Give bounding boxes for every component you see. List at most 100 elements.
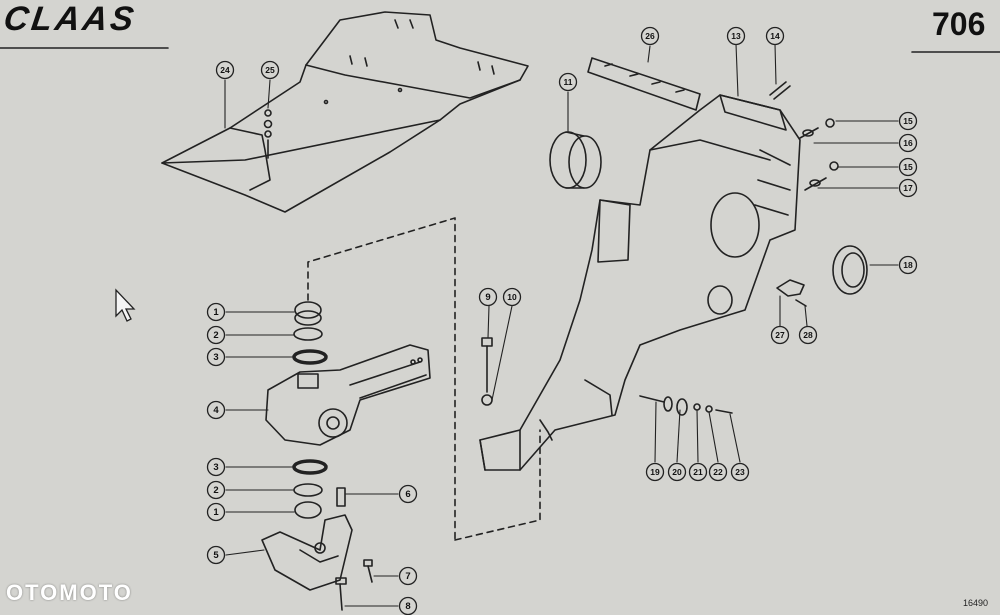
callout-circle [898, 133, 918, 153]
callout-17: 17 [898, 178, 918, 198]
stud-pin-part [769, 81, 791, 100]
callout-number: 4 [213, 405, 219, 416]
callout-circle [206, 347, 226, 367]
callout-10: 10 [502, 287, 522, 307]
cover-plate-part [161, 11, 529, 213]
callout-circle [206, 400, 226, 420]
washer-ring-2-part [293, 327, 323, 341]
pin-part [336, 487, 346, 507]
callout-circle [206, 545, 226, 565]
callout-circle [206, 502, 226, 522]
callout-number: 25 [265, 65, 275, 75]
callout-circle [645, 462, 665, 482]
callout-number: 6 [405, 489, 410, 500]
callout-circle [770, 325, 790, 345]
callout-25: 25 [260, 60, 280, 80]
callout-4: 4 [206, 400, 226, 420]
callout-number: 7 [405, 571, 410, 582]
washer-ring-2b-part [293, 483, 323, 497]
lower-bracket-part [261, 514, 353, 591]
callout-number: 9 [485, 292, 490, 303]
drawing-number: 16490 [963, 598, 989, 608]
upper-bolts-part [799, 118, 839, 191]
callout-circle [688, 462, 708, 482]
assembly-path-lines [307, 217, 541, 541]
callout-1b: 1 [206, 502, 226, 522]
callout-circle [206, 480, 226, 500]
callout-2b: 2 [206, 480, 226, 500]
callout-24: 24 [215, 60, 235, 80]
callout-15a: 15 [898, 111, 918, 131]
callout-15b: 15 [898, 157, 918, 177]
callout-number: 23 [735, 467, 745, 477]
bushing-sleeve-part [549, 131, 602, 189]
callout-number: 24 [220, 65, 230, 75]
seal-ring-3b-part [292, 459, 328, 475]
callout-number: 1 [213, 307, 219, 318]
callout-5: 5 [206, 545, 226, 565]
callout-circle [398, 484, 418, 504]
callout-number: 13 [731, 31, 741, 41]
callout-number: 19 [650, 467, 660, 477]
callout-number: 3 [213, 352, 218, 363]
callout-3a: 3 [206, 347, 226, 367]
callout-circle [898, 178, 918, 198]
callout-18: 18 [898, 255, 918, 275]
callout-number: 17 [903, 183, 913, 193]
pivot-lever-part [265, 344, 431, 446]
callout-23: 23 [730, 462, 750, 482]
callout-21: 21 [688, 462, 708, 482]
page-number: 706 [932, 6, 986, 42]
callout-1a: 1 [206, 302, 226, 322]
callout-number: 14 [770, 31, 780, 41]
callout-number: 22 [713, 467, 723, 477]
callout-number: 20 [672, 467, 682, 477]
callout-number: 2 [213, 330, 218, 341]
callout-circle [898, 255, 918, 275]
seal-ring-3-part [292, 349, 328, 365]
callout-22: 22 [708, 462, 728, 482]
mouse-cursor-icon [115, 288, 136, 322]
callout-number: 3 [213, 462, 218, 473]
callout-circle [898, 157, 918, 177]
callout-20: 20 [667, 462, 687, 482]
callout-3b: 3 [206, 457, 226, 477]
callout-circle [260, 60, 280, 80]
callout-number: 15 [903, 162, 913, 172]
plate-bolt-part [263, 109, 273, 159]
callout-circle [765, 26, 785, 46]
main-frame-casting [479, 94, 801, 471]
callout-circle [206, 457, 226, 477]
callout-circle [478, 287, 498, 307]
seal-ring-part [832, 245, 868, 295]
callout-number: 26 [645, 31, 655, 41]
callout-number: 11 [564, 77, 573, 87]
callout-14: 14 [765, 26, 785, 46]
screw-part [363, 559, 373, 583]
callout-circle [398, 566, 418, 586]
callout-2a: 2 [206, 325, 226, 345]
callout-7: 7 [398, 566, 418, 586]
leader-lines [224, 43, 899, 607]
callout-27: 27 [770, 325, 790, 345]
callout-number: 16 [903, 138, 913, 148]
callout-circle [898, 111, 918, 131]
callout-circle [726, 26, 746, 46]
callout-26: 26 [640, 26, 660, 46]
callout-number: 28 [803, 330, 813, 340]
callout-number: 8 [405, 601, 410, 612]
callout-number: 27 [775, 330, 785, 340]
callout-circle [708, 462, 728, 482]
small-bracket-part [776, 279, 807, 307]
callout-6: 6 [398, 484, 418, 504]
callout-8: 8 [398, 596, 418, 615]
callout-number: 15 [903, 116, 913, 126]
bushing-ring-1b-part [294, 501, 322, 519]
callout-11: 11 [558, 72, 578, 92]
callout-circle [502, 287, 522, 307]
bushing-ring-1-part [294, 301, 322, 326]
callout-9: 9 [478, 287, 498, 307]
callout-number: 21 [693, 467, 703, 477]
